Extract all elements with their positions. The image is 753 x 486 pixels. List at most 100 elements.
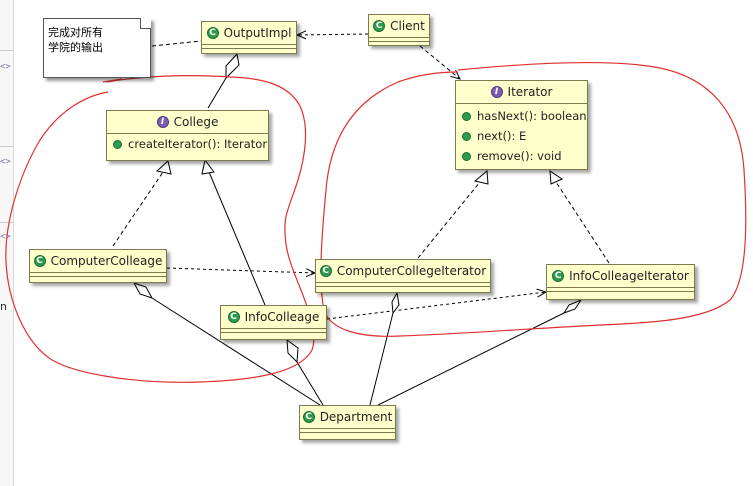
class-name: InfoColleageIterator [569, 269, 689, 283]
attribute-compartment [547, 287, 694, 291]
class-icon: C [206, 27, 219, 39]
realization-triangle [155, 160, 172, 175]
attribute-compartment [221, 328, 326, 332]
computercolleage-iterator-dependency [166, 267, 315, 273]
class-name: ComputerCollegeIterator [336, 264, 487, 278]
interface-name: Iterator [507, 85, 553, 99]
class-icon: C [302, 411, 315, 423]
attribute-compartment [369, 37, 429, 41]
computercolleage-realization [112, 171, 164, 247]
class-box-infocolleageiterator[interactable]: C InfoColleageIterator [546, 264, 695, 300]
class-icon: C [319, 265, 332, 277]
collapse-arrows-icon[interactable]: <> [0, 62, 11, 72]
realization-triangle [201, 158, 215, 175]
realization-triangle [473, 169, 489, 185]
class-header: C Department [300, 406, 395, 428]
computercolleage-department-line [151, 297, 321, 406]
attribute-compartment [300, 428, 395, 432]
class-icon: C [552, 270, 565, 282]
aggregation-diamond [286, 338, 299, 364]
public-method-icon [113, 139, 122, 149]
collapse-arrows-icon[interactable]: <> [0, 232, 11, 242]
red-annotation-left [5, 75, 315, 383]
operation-compartment: createIterator(): Iterator [107, 133, 268, 154]
note-fold-corner [140, 18, 151, 29]
panel-divider [0, 222, 13, 223]
attribute-compartment [202, 44, 296, 48]
class-box-computercolleage[interactable]: C ComputerColleage [29, 249, 167, 283]
truncated-panel-letter: n [0, 300, 7, 313]
class-header: C OutputImpl [202, 22, 296, 44]
interface-box-college[interactable]: I College createIterator(): Iterator [106, 110, 269, 161]
operation-compartment [316, 286, 490, 290]
infocolleage-department-line [296, 361, 324, 406]
computercollegeiterator-realization [417, 181, 481, 259]
panel-divider [0, 50, 13, 51]
method-signature: createIterator(): Iterator [128, 137, 268, 151]
operation-compartment [300, 432, 395, 436]
method-signature: next(): E [477, 129, 527, 143]
interface-header: I Iterator [456, 81, 587, 103]
aggregation-diamond [132, 282, 154, 299]
class-header: C InfoColleage [221, 306, 326, 328]
class-name: OutputImpl [223, 26, 292, 40]
class-box-computercollegeiterator[interactable]: C ComputerCollegeIterator [315, 259, 491, 293]
infocolleageiterator-realization [555, 181, 610, 264]
attribute-compartment [316, 282, 490, 286]
aggregation-diamond [562, 298, 583, 314]
class-box-department[interactable]: C Department [299, 405, 396, 440]
interface-header: I College [107, 111, 268, 133]
class-icon: C [227, 311, 240, 323]
operation-compartment [202, 48, 296, 52]
operation-compartment [547, 291, 694, 295]
interface-icon: I [490, 86, 503, 98]
outputimpl-college-aggregation [207, 77, 227, 109]
client-iterator-dependency [419, 45, 460, 79]
operation-compartment [369, 41, 429, 45]
class-header: C InfoColleageIterator [547, 265, 694, 287]
class-icon: C [373, 20, 386, 32]
class-box-client[interactable]: C Client [368, 14, 430, 46]
realization-triangle [549, 170, 564, 185]
attribute-compartment [30, 272, 166, 276]
operation-compartment [221, 332, 326, 336]
aggregation-diamond [225, 52, 240, 80]
class-header: C Client [369, 15, 429, 37]
method-item: hasNext(): boolean [456, 106, 587, 126]
infocolleage-realization [208, 171, 266, 306]
operation-compartment: hasNext(): boolean next(): E remove(): v… [456, 103, 587, 166]
interface-box-iterator[interactable]: I Iterator hasNext(): boolean next(): E … [455, 80, 588, 170]
note-line: 学院的输出 [48, 41, 103, 54]
infocolleageiterator-department-line [377, 312, 565, 406]
method-item: createIterator(): Iterator [107, 134, 268, 154]
class-name: InfoColleage [244, 310, 320, 324]
class-header: C ComputerCollegeIterator [316, 260, 490, 282]
public-method-icon [462, 151, 471, 161]
method-item: remove(): void [456, 146, 587, 166]
interface-icon: I [156, 116, 169, 128]
note-anchor-line [151, 40, 202, 47]
class-box-outputimpl[interactable]: C OutputImpl [201, 21, 297, 54]
infocolleage-iterator-dependency [326, 292, 546, 320]
aggregation-diamond [391, 291, 400, 315]
left-panel-strip: <> <> <> n [0, 0, 14, 486]
computercollegeiterator-department-line [369, 312, 394, 406]
client-outputimpl-dependency [297, 34, 369, 35]
method-item: next(): E [456, 126, 587, 146]
public-method-icon [462, 111, 471, 121]
panel-divider [0, 146, 13, 147]
operation-compartment [30, 276, 166, 280]
method-signature: hasNext(): boolean [477, 109, 587, 123]
note-line: 完成对所有 [48, 26, 103, 39]
class-name: Department [319, 410, 393, 424]
class-box-infocolleage[interactable]: C InfoColleage [220, 305, 327, 340]
class-name: Client [390, 19, 425, 33]
class-icon: C [33, 255, 46, 267]
collapse-arrows-icon[interactable]: <> [0, 157, 11, 167]
class-name: ComputerColleage [50, 254, 163, 268]
red-annotation-stroke [102, 78, 123, 83]
comment-note: 完成对所有 学院的输出 [43, 18, 151, 78]
interface-name: College [173, 115, 219, 129]
